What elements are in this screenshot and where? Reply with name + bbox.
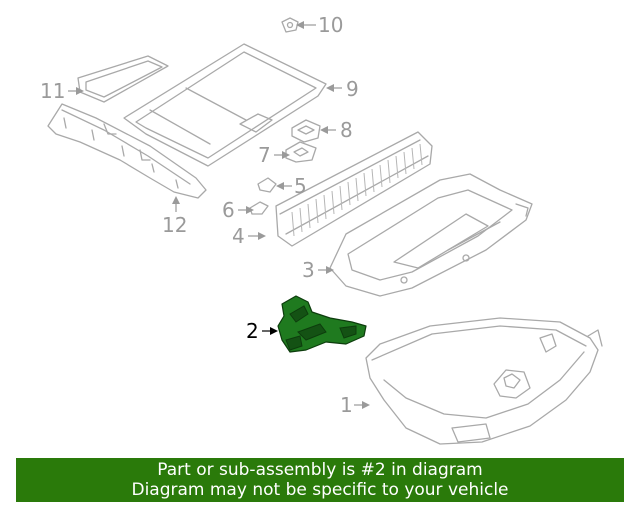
callout-3[interactable]: 3	[302, 258, 315, 282]
part-8-bracket[interactable]	[291, 119, 321, 143]
callout-9[interactable]: 9	[346, 77, 359, 101]
callout-4[interactable]: 4	[232, 224, 245, 248]
callout-labels: 10 11 9 8 7 5 6 4 3 12 2 1	[40, 13, 359, 417]
callout-11[interactable]: 11	[40, 79, 65, 103]
banner-line-1: Part or sub-assembly is #2 in diagram	[157, 460, 483, 480]
part-4-sill-plate[interactable]	[275, 131, 433, 247]
callout-10[interactable]: 10	[318, 13, 343, 37]
part-10-clip[interactable]	[281, 17, 299, 33]
part-7-bracket[interactable]	[285, 141, 317, 163]
part-2-bracket-highlighted[interactable]	[277, 295, 367, 353]
callout-6[interactable]: 6	[222, 198, 235, 222]
part-6-clip[interactable]	[249, 201, 269, 215]
part-11-panel[interactable]	[77, 55, 169, 103]
callout-8[interactable]: 8	[340, 118, 353, 142]
part-9-floor-board[interactable]	[123, 43, 327, 167]
banner-line-2: Diagram may not be specific to your vehi…	[131, 480, 509, 500]
callout-1[interactable]: 1	[340, 393, 353, 417]
callout-12[interactable]: 12	[162, 213, 187, 237]
part-12-trim[interactable]	[47, 103, 207, 199]
parts-diagram: 10 11 9 8 7 5 6 4 3 12 2 1	[40, 13, 603, 445]
callout-7[interactable]: 7	[258, 143, 271, 167]
part-3-tray[interactable]	[329, 173, 533, 297]
callout-2[interactable]: 2	[246, 319, 259, 343]
leader-lines	[68, 21, 370, 409]
info-banner: Part or sub-assembly is #2 in diagram Di…	[16, 458, 624, 502]
callout-5[interactable]: 5	[294, 174, 307, 198]
part-5-clip[interactable]	[257, 177, 277, 193]
part-1-spare-tub[interactable]	[365, 317, 603, 445]
